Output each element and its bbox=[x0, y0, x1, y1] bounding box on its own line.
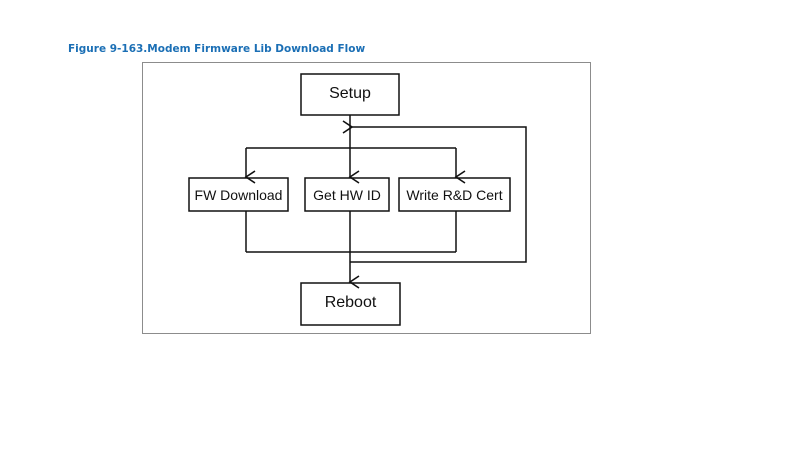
reboot-node: Reboot bbox=[300, 282, 401, 326]
get-hw-id-node: Get HW ID bbox=[304, 177, 390, 212]
diagram-frame bbox=[142, 62, 591, 334]
fw-download-label: FW Download bbox=[195, 187, 283, 203]
get-hw-id-label: Get HW ID bbox=[313, 187, 381, 203]
loop-back-arrow bbox=[342, 120, 527, 263]
write-cert-node: Write R&D Cert bbox=[398, 177, 511, 212]
figure-caption: Figure 9-163.Modem Firmware Lib Download… bbox=[68, 43, 366, 55]
reboot-label: Reboot bbox=[325, 294, 377, 311]
write-cert-label: Write R&D Cert bbox=[406, 187, 502, 203]
setup-label: Setup bbox=[329, 85, 371, 102]
setup-node: Setup bbox=[300, 73, 400, 116]
fw-download-node: FW Download bbox=[188, 177, 289, 212]
connector-lines bbox=[244, 115, 527, 289]
